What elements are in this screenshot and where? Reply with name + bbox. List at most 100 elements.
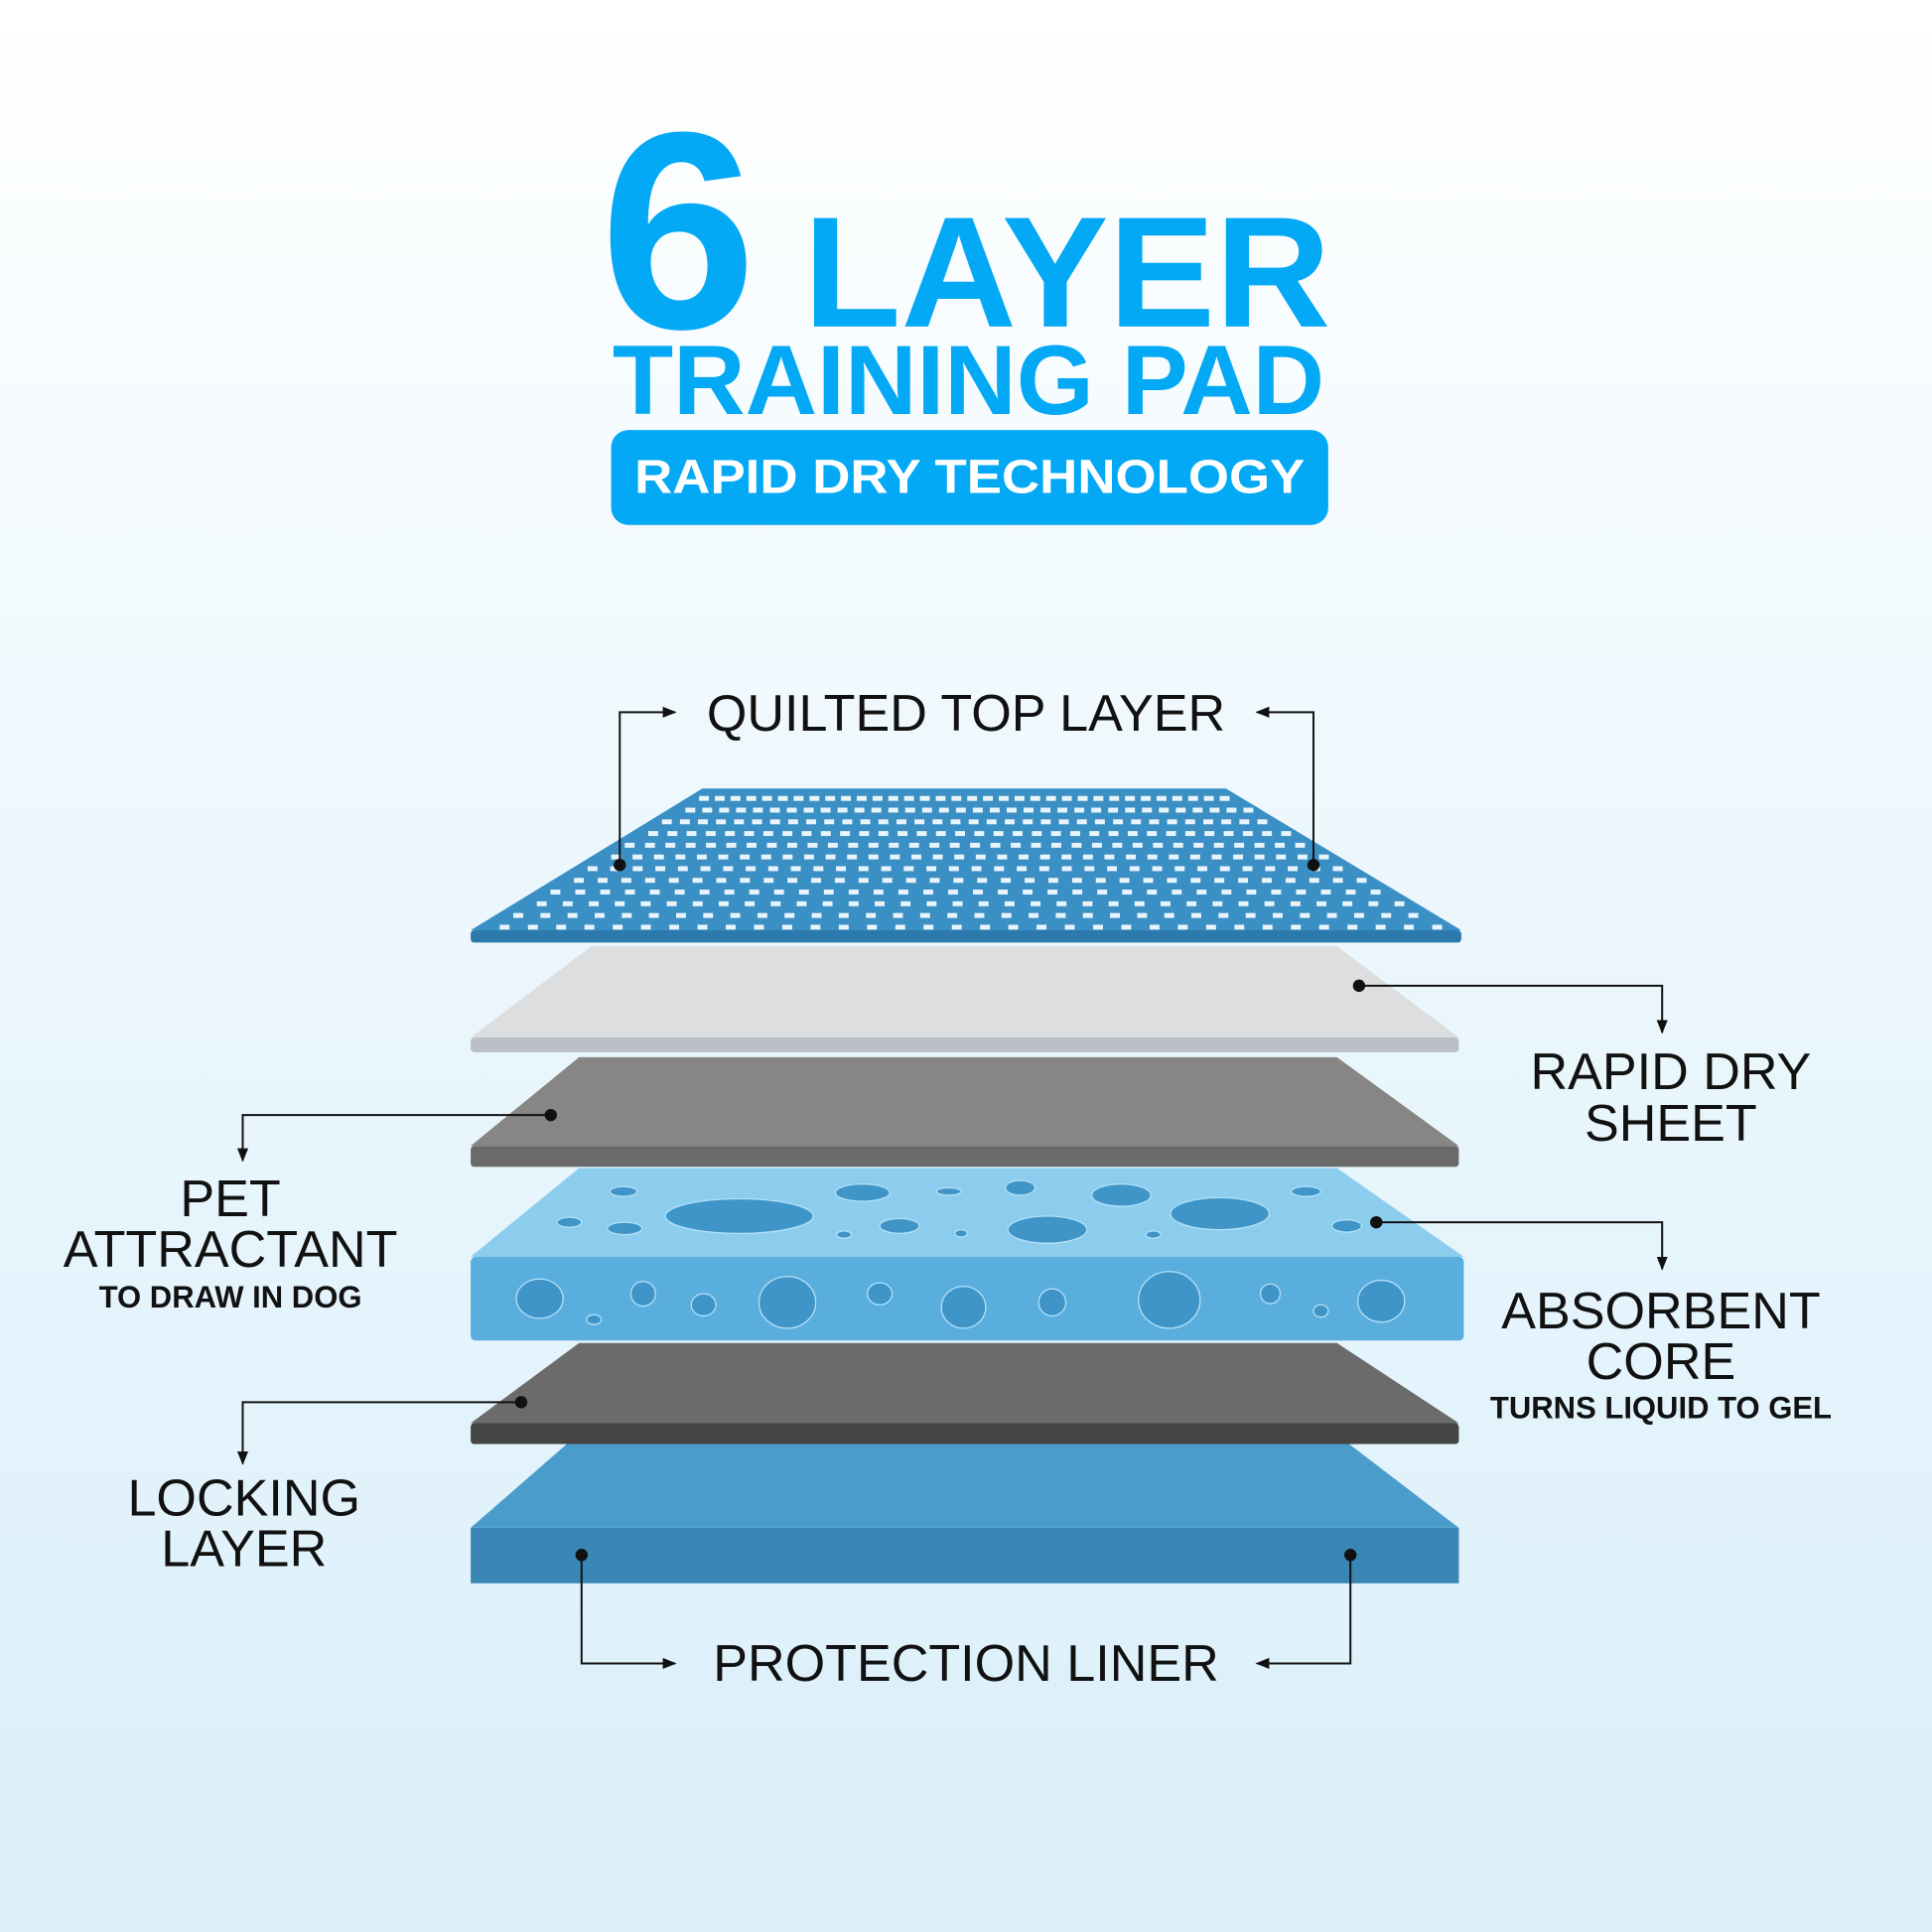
quilt-dot xyxy=(714,795,725,801)
quilt-dot xyxy=(700,866,711,872)
quilt-dot xyxy=(970,842,981,848)
quilt-dot xyxy=(589,900,600,906)
quilted-top-layer xyxy=(471,788,1461,943)
label-quilted: QUILTED TOP LAYER xyxy=(707,685,1225,743)
quilt-dot xyxy=(718,854,729,860)
quilt-dot xyxy=(754,924,764,930)
quilt-dot xyxy=(919,795,930,801)
quilt-dot xyxy=(666,900,677,906)
core-hole xyxy=(556,1216,583,1228)
quilt-dot xyxy=(911,854,921,860)
core-hole xyxy=(879,1217,920,1234)
quilt-dot xyxy=(1091,807,1102,813)
label-pet-2: ATTRACTANT xyxy=(64,1221,398,1279)
quilt-dot xyxy=(903,866,914,872)
quilt-dot xyxy=(1011,842,1022,848)
quilt-dot xyxy=(736,807,747,813)
core-hole xyxy=(1090,1183,1152,1207)
quilt-dot xyxy=(947,912,958,918)
quilt-dot xyxy=(1273,912,1283,918)
title-block: 6 LAYER TRAINING PAD RAPID DRY TECHNOLOG… xyxy=(600,73,1330,525)
quilt-dot xyxy=(685,807,696,813)
quilt-dot xyxy=(919,912,930,918)
quilt-dot xyxy=(1214,878,1225,884)
quilt-dot xyxy=(935,831,946,837)
quilt-dot xyxy=(810,924,821,930)
quilt-dot xyxy=(1174,866,1185,872)
protection-liner-layer xyxy=(471,1444,1459,1584)
quilt-dot xyxy=(1082,900,1093,906)
quilt-dot xyxy=(1077,795,1088,801)
quilt-dot xyxy=(868,842,879,848)
quilt-dot xyxy=(1019,854,1029,860)
quilt-dot xyxy=(867,924,878,930)
quilt-dot xyxy=(632,854,643,860)
quilt-dot xyxy=(1239,819,1250,825)
quilt-dot xyxy=(1242,831,1253,837)
quilt-dot xyxy=(1036,924,1047,930)
quilt-dot xyxy=(1113,819,1124,825)
quilt-dot xyxy=(908,842,919,848)
quilt-dot xyxy=(1291,924,1302,930)
quilt-dot xyxy=(796,900,807,906)
quilt-dot xyxy=(1159,807,1170,813)
quilt-dot xyxy=(1160,900,1171,906)
core-hole xyxy=(607,1221,643,1236)
quilt-dot xyxy=(513,912,523,918)
quilt-dot xyxy=(986,819,997,825)
quilt-dot xyxy=(948,866,959,872)
core-hole xyxy=(1291,1185,1322,1197)
quilt-dot xyxy=(1134,900,1145,906)
quilt-dot xyxy=(1109,795,1120,801)
core-hole xyxy=(940,1286,987,1329)
quilt-dot xyxy=(1047,890,1058,896)
quilt-dot xyxy=(1276,854,1287,860)
core-hole xyxy=(1312,1304,1329,1318)
quilt-dot xyxy=(974,912,985,918)
quilt-dot xyxy=(977,878,988,884)
quilt-dot xyxy=(562,900,573,906)
quilt-dot xyxy=(767,866,778,872)
quilt-dot xyxy=(1262,924,1273,930)
pet-attractant-layer xyxy=(471,1056,1459,1168)
label-absorbent-1: ABSORBENT xyxy=(1501,1283,1820,1340)
quilt-dot xyxy=(1004,900,1015,906)
quilt-dot xyxy=(882,878,893,884)
quilt-dot xyxy=(1370,890,1381,896)
quilt-dot xyxy=(1061,854,1072,860)
core-hole xyxy=(515,1278,564,1319)
quilt-dot xyxy=(1296,890,1307,896)
quilt-dot xyxy=(1039,854,1050,860)
quilt-dot xyxy=(888,795,898,801)
quilt-dot xyxy=(752,819,762,825)
quilt-dot xyxy=(1175,807,1186,813)
quilt-dot xyxy=(1221,819,1232,825)
quilt-dot xyxy=(1050,831,1061,837)
quilt-dot xyxy=(838,924,849,930)
quilt-dot xyxy=(781,924,792,930)
core-hole xyxy=(1357,1279,1406,1323)
quilt-dot xyxy=(932,854,943,860)
quilt-dot xyxy=(718,900,729,906)
callout-pet-attractant: PET ATTRACTANT TO DRAW IN DOG xyxy=(64,1108,557,1314)
quilt-dot xyxy=(975,854,986,860)
callout-quilted: QUILTED TOP LAYER xyxy=(614,685,1320,872)
quilt-dot xyxy=(1246,890,1257,896)
quilt-dot xyxy=(1149,924,1160,930)
quilt-dot xyxy=(644,842,655,848)
quilt-dot xyxy=(955,831,965,837)
quilt-dot xyxy=(1169,854,1179,860)
quilt-dot xyxy=(730,795,741,801)
quilt-dot xyxy=(1290,900,1301,906)
core-hole xyxy=(935,1186,962,1196)
quilt-dot xyxy=(1023,819,1034,825)
quilt-dot xyxy=(1271,890,1282,896)
quilt-dot xyxy=(953,878,964,884)
quilt-dot xyxy=(1404,924,1415,930)
quilt-dot xyxy=(1218,912,1229,918)
quilt-dot xyxy=(1131,819,1142,825)
quilt-dot xyxy=(997,854,1008,860)
quilt-dot xyxy=(1129,866,1140,872)
label-pet-1: PET xyxy=(180,1171,280,1228)
quilt-dot xyxy=(550,890,561,896)
